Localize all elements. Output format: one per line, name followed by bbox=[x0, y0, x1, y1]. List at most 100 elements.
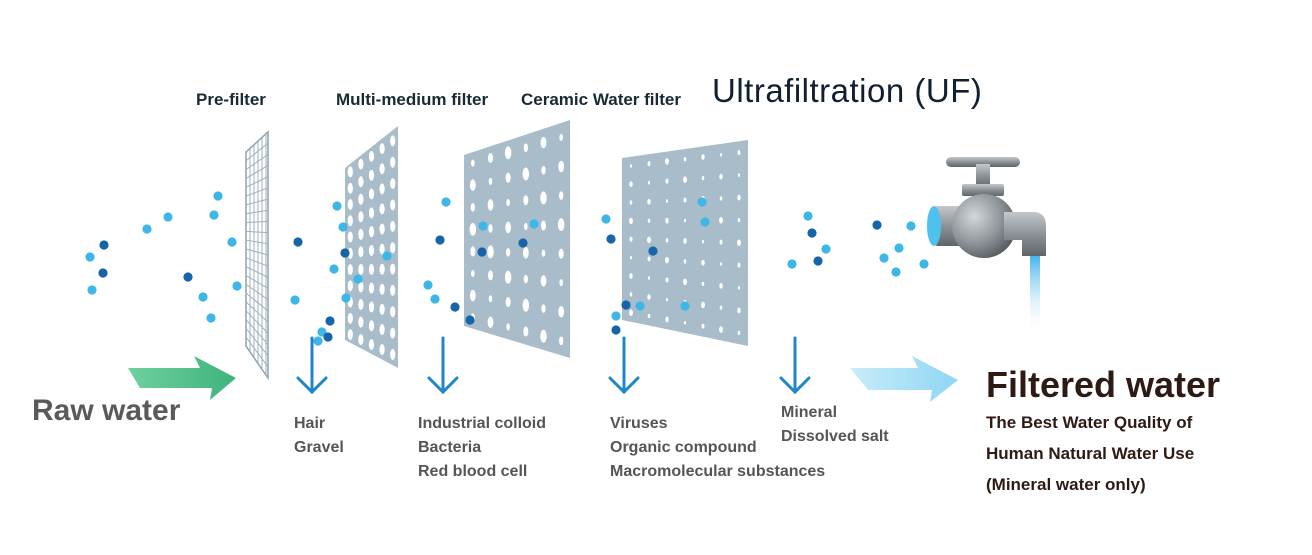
removed-item: Hair bbox=[294, 415, 326, 432]
filter-hole bbox=[347, 182, 353, 194]
filter-hole bbox=[629, 200, 633, 205]
filter-hole bbox=[665, 277, 669, 283]
filter-hole bbox=[390, 199, 396, 211]
filter-hole bbox=[540, 191, 547, 205]
filter-hole bbox=[347, 247, 353, 259]
filter-hole bbox=[390, 135, 396, 147]
filter-hole bbox=[368, 245, 375, 256]
filter-hole bbox=[559, 191, 564, 200]
filter-hole bbox=[737, 194, 741, 201]
water-particle-dot bbox=[648, 246, 658, 256]
water-particle-dot bbox=[329, 264, 339, 274]
water-particle-dot bbox=[906, 221, 916, 231]
water-particle-dot bbox=[478, 221, 488, 231]
filter-hole bbox=[347, 166, 353, 178]
filter-hole bbox=[665, 178, 669, 184]
water-particle-dot bbox=[293, 237, 303, 247]
filter-hole bbox=[379, 163, 385, 175]
water-particle-dot bbox=[697, 197, 707, 207]
filter-hole bbox=[541, 249, 546, 257]
filter-hole bbox=[541, 165, 546, 175]
filter-hole bbox=[629, 309, 633, 316]
water-particle-dot bbox=[87, 285, 97, 295]
filter-hole bbox=[379, 263, 385, 275]
water-particle-dot bbox=[338, 222, 348, 232]
filter-hole bbox=[347, 231, 353, 243]
filter-hole bbox=[488, 295, 493, 303]
filter-hole bbox=[505, 296, 511, 308]
filter-hole bbox=[358, 211, 364, 223]
filter-hole bbox=[737, 173, 741, 177]
filter-hole bbox=[347, 329, 353, 341]
removed-list-ceramic: Viruses Organic compound Macromolecular … bbox=[610, 412, 825, 484]
filter-hole bbox=[683, 157, 687, 162]
grid-line bbox=[245, 248, 269, 256]
filter-hole bbox=[540, 275, 547, 287]
filter-hole bbox=[665, 238, 669, 243]
grid-line bbox=[245, 301, 269, 323]
filter-hole bbox=[347, 312, 353, 324]
water-particle-dot bbox=[313, 336, 323, 346]
filter-hole bbox=[629, 273, 633, 279]
water-particle-dot bbox=[606, 234, 616, 244]
removed-item: Gravel bbox=[294, 439, 344, 456]
filter-hole bbox=[506, 198, 510, 207]
filtered-water-description: The Best Water Quality of Human Natural … bbox=[986, 407, 1194, 500]
water-particle-dot bbox=[430, 294, 440, 304]
filter-hole bbox=[368, 301, 375, 313]
water-particle-dot bbox=[435, 235, 445, 245]
filter-hole bbox=[524, 222, 528, 231]
filter-hole bbox=[719, 217, 723, 224]
filter-hole bbox=[368, 263, 375, 275]
water-particle-dot bbox=[872, 220, 882, 230]
filter-hole bbox=[737, 262, 741, 268]
removed-list-multi-medium: Industrial colloid Bacteria Red blood ce… bbox=[418, 412, 546, 484]
filter-hole bbox=[647, 313, 651, 319]
water-particle-dot bbox=[465, 315, 475, 325]
filter-hole bbox=[390, 284, 396, 296]
filter-hole bbox=[523, 195, 529, 206]
water-particle-dot bbox=[891, 267, 901, 277]
filter-hole bbox=[665, 199, 669, 203]
water-particle-dot bbox=[807, 228, 817, 238]
filter-hole bbox=[358, 176, 364, 188]
down-arrow-icon bbox=[296, 336, 328, 395]
filter-hole bbox=[347, 198, 353, 210]
filter-hole bbox=[368, 207, 375, 219]
water-particle-dot bbox=[85, 252, 95, 262]
water-particle-dot bbox=[98, 268, 108, 278]
filter-hole bbox=[358, 334, 364, 346]
filter-hole bbox=[523, 274, 528, 284]
filter-hole bbox=[469, 289, 476, 302]
grid-line bbox=[245, 292, 269, 312]
water-particle-dot bbox=[213, 191, 223, 201]
filter-hole bbox=[540, 136, 547, 149]
filtered-water-line: Human Natural Water Use bbox=[986, 444, 1195, 463]
filter-hole bbox=[629, 292, 633, 297]
filter-hole bbox=[559, 133, 563, 142]
stage-label-ceramic: Ceramic Water filter bbox=[521, 90, 681, 109]
filter-hole bbox=[683, 176, 687, 183]
filtered-water-line: (Mineral water only) bbox=[986, 475, 1146, 494]
filter-hole bbox=[504, 270, 512, 284]
filter-hole bbox=[487, 316, 494, 329]
filter-hole bbox=[470, 246, 476, 257]
pre-filter-grid bbox=[245, 130, 269, 381]
water-particle-dot bbox=[423, 280, 433, 290]
filter-hole bbox=[347, 280, 353, 292]
filter-hole bbox=[358, 281, 364, 293]
filter-hole bbox=[647, 180, 651, 185]
filter-hole bbox=[683, 238, 687, 244]
water-particle-dot bbox=[680, 301, 690, 311]
filter-hole bbox=[347, 215, 353, 227]
filter-hole bbox=[368, 282, 375, 294]
water-particle-dot bbox=[332, 201, 342, 211]
removed-item: Industrial colloid bbox=[418, 415, 547, 432]
water-particle-dot bbox=[450, 302, 460, 312]
filter-hole bbox=[629, 164, 633, 168]
filter-hole bbox=[504, 146, 512, 160]
grid-line bbox=[245, 257, 269, 267]
removed-item: Dissolved salt bbox=[781, 428, 889, 445]
water-particle-dot bbox=[787, 259, 797, 269]
filter-hole bbox=[487, 245, 494, 259]
